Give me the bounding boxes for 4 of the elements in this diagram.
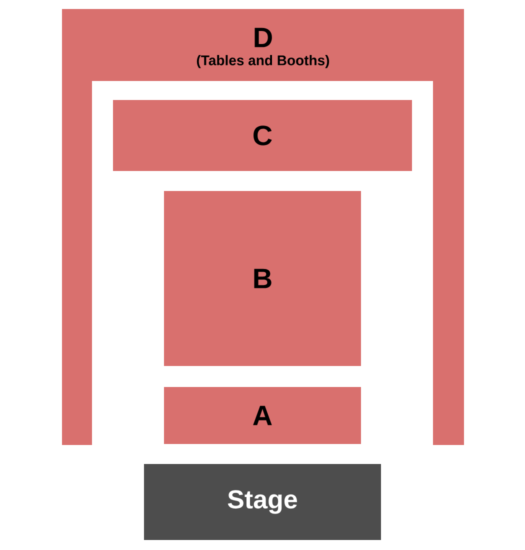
stage-block: Stage (144, 464, 381, 540)
section-block: B (164, 191, 361, 366)
section-block: C (113, 100, 412, 171)
section-block: A (164, 387, 361, 444)
